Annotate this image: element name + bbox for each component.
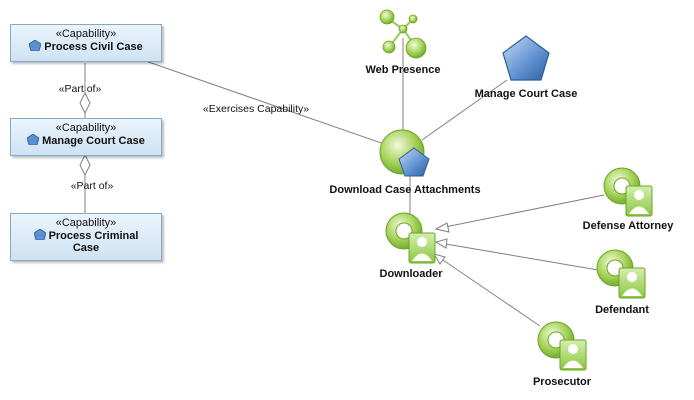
capability-name: Process Civil Case <box>44 41 143 53</box>
capability-name-line2: Case <box>72 242 100 254</box>
capability-name: Process Criminal <box>48 230 139 242</box>
prosecutor-icon[interactable] <box>537 321 587 371</box>
label-downloader: Downloader <box>379 268 443 280</box>
pentagon-icon <box>28 39 42 52</box>
capability-process-civil-case[interactable]: «Capability» Process Civil Case <box>10 24 162 62</box>
capability-stereotype: «Capability» <box>55 217 117 229</box>
connector-manage-court-case[interactable] <box>421 79 508 141</box>
connector-label-exercises-capability: «Exercises Capability» <box>202 103 310 115</box>
manage-court-case-pentagon-icon[interactable] <box>502 35 550 81</box>
connectors <box>84 38 605 327</box>
aggregation-diamond-2 <box>79 153 91 177</box>
capability-manage-court-case[interactable]: «Capability» Manage Court Case <box>10 118 162 156</box>
generalization-arrow-1 <box>434 222 450 233</box>
label-defense-attorney: Defense Attorney <box>582 220 674 232</box>
connector-prosecutor[interactable] <box>436 255 541 327</box>
connector-defense-attorney[interactable] <box>439 194 605 229</box>
capability-process-criminal-case[interactable]: «Capability» Process Criminal Case <box>10 213 162 261</box>
defendant-icon[interactable] <box>596 249 646 299</box>
connector-label-part-of-1: «Part of» <box>58 83 102 95</box>
pentagon-icon <box>33 228 47 241</box>
label-web-presence: Web Presence <box>365 64 441 76</box>
pentagon-icon <box>26 133 40 146</box>
label-download-case-attachments: Download Case Attachments <box>329 184 481 196</box>
label-defendant: Defendant <box>595 304 649 316</box>
label-prosecutor: Prosecutor <box>532 376 592 388</box>
download-case-attachments-icon[interactable] <box>379 129 430 177</box>
capability-stereotype: «Capability» <box>55 28 117 40</box>
generalization-arrow-3 <box>432 253 446 265</box>
capability-stereotype: «Capability» <box>55 122 117 134</box>
connector-exercises-capability[interactable] <box>136 57 388 146</box>
aggregation-diamond-1 <box>79 91 91 115</box>
generalization-arrow-2 <box>434 238 448 249</box>
label-manage-court-case: Manage Court Case <box>474 88 578 100</box>
web-presence-icon[interactable] <box>379 9 427 59</box>
capability-name: Manage Court Case <box>42 135 145 147</box>
connector-label-part-of-2: «Part of» <box>70 180 114 192</box>
defense-attorney-icon[interactable] <box>603 167 653 217</box>
downloader-icon[interactable] <box>385 212 436 264</box>
connector-defendant[interactable] <box>439 242 599 271</box>
